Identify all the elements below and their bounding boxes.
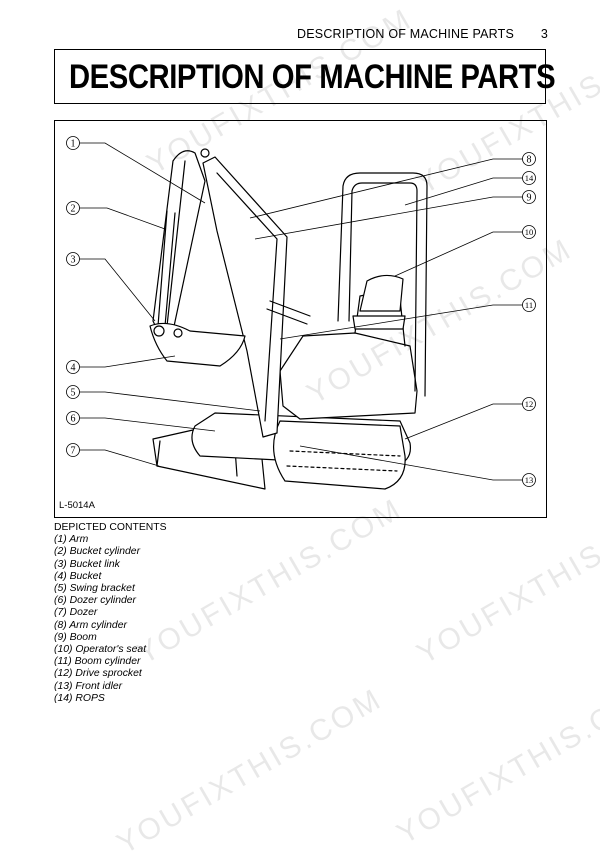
list-item: (5) Swing bracket bbox=[54, 583, 354, 595]
callout-1: 1 bbox=[67, 137, 80, 150]
callout-3: 3 bbox=[67, 253, 80, 266]
callout-12: 12 bbox=[523, 398, 536, 411]
callout-9: 9 bbox=[523, 191, 536, 204]
contents-heading: DEPICTED CONTENTS bbox=[54, 522, 354, 534]
arm bbox=[153, 151, 205, 336]
callout-14: 14 bbox=[523, 172, 536, 185]
list-item: (14) ROPS bbox=[54, 693, 354, 705]
list-item: (2) Bucket cylinder bbox=[54, 546, 354, 558]
callout-5: 5 bbox=[67, 386, 80, 399]
parts-list: (1) Arm (2) Bucket cylinder (3) Bucket l… bbox=[54, 534, 354, 705]
watermark: YOUFIXTHIS.COM bbox=[112, 682, 389, 862]
callout-label: 10 bbox=[525, 227, 534, 237]
running-title: DESCRIPTION OF MACHINE PARTS bbox=[297, 27, 514, 41]
callout-10: 10 bbox=[523, 226, 536, 239]
callout-6: 6 bbox=[67, 412, 80, 425]
machine-body bbox=[280, 333, 417, 419]
boom bbox=[203, 157, 287, 437]
callout-label: 5 bbox=[71, 388, 76, 399]
depicted-contents: DEPICTED CONTENTS (1) Arm (2) Bucket cyl… bbox=[54, 522, 354, 705]
callout-label: 2 bbox=[71, 204, 76, 215]
callout-label: 6 bbox=[71, 414, 76, 425]
callout-4: 4 bbox=[67, 361, 80, 374]
title-box: DESCRIPTION OF MACHINE PARTS bbox=[54, 49, 546, 104]
callout-label: 3 bbox=[71, 255, 76, 266]
list-item: (12) Drive sprocket bbox=[54, 668, 354, 680]
callout-8: 8 bbox=[523, 153, 536, 166]
page-title: DESCRIPTION OF MACHINE PARTS bbox=[69, 57, 555, 97]
list-item: (9) Boom bbox=[54, 632, 354, 644]
callout-label: 4 bbox=[71, 363, 76, 374]
callout-11: 11 bbox=[523, 299, 536, 312]
figure-id: L-5014A bbox=[59, 500, 95, 511]
watermark: YOUFIXTHIS bbox=[412, 537, 600, 671]
running-header: DESCRIPTION OF MACHINE PARTS 3 bbox=[0, 27, 600, 45]
operator-seat bbox=[360, 275, 403, 311]
callout-7: 7 bbox=[67, 444, 80, 457]
callout-label: 12 bbox=[525, 399, 534, 409]
list-item: (7) Dozer bbox=[54, 607, 354, 619]
list-item: (8) Arm cylinder bbox=[54, 620, 354, 632]
callout-label: 7 bbox=[71, 446, 76, 457]
excavator-drawing: 1 2 3 4 5 6 7 8 9 10 11 12 13 14 bbox=[55, 121, 547, 518]
list-item: (3) Bucket link bbox=[54, 559, 354, 571]
callout-label: 14 bbox=[525, 173, 534, 183]
callout-label: 1 bbox=[71, 139, 76, 150]
list-item: (1) Arm bbox=[54, 534, 354, 546]
callout-2: 2 bbox=[67, 202, 80, 215]
page-number: 3 bbox=[541, 27, 548, 41]
list-item: (13) Front idler bbox=[54, 681, 354, 693]
watermark: YOUFIXTHIS.COM bbox=[392, 672, 600, 852]
callout-label: 9 bbox=[527, 193, 532, 204]
callout-label: 11 bbox=[525, 300, 533, 310]
machine-illustration: 1 2 3 4 5 6 7 8 9 10 11 12 13 14 L-5014A bbox=[54, 120, 547, 518]
list-item: (10) Operator's seat bbox=[54, 644, 354, 656]
callout-label: 13 bbox=[525, 475, 534, 485]
callout-label: 8 bbox=[527, 155, 532, 166]
list-item: (4) Bucket bbox=[54, 571, 354, 583]
callout-13: 13 bbox=[523, 474, 536, 487]
list-item: (6) Dozer cylinder bbox=[54, 595, 354, 607]
list-item: (11) Boom cylinder bbox=[54, 656, 354, 668]
